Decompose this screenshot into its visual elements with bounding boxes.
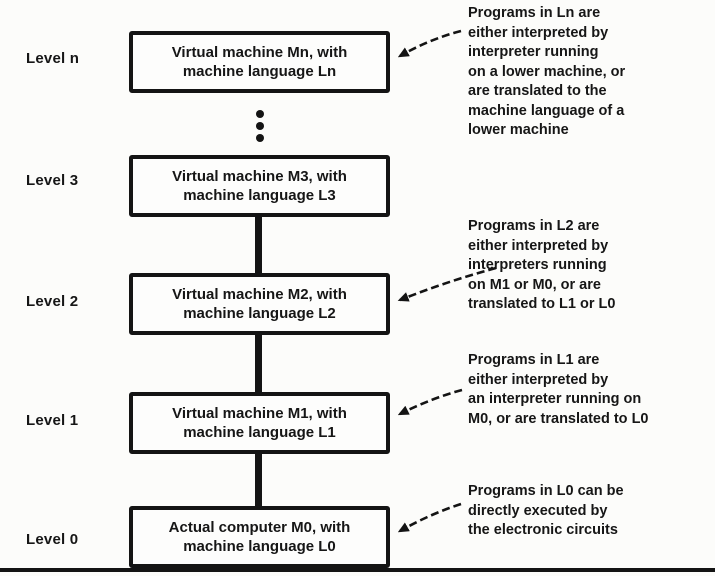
- box-level-3: Virtual machine M3, with machine languag…: [129, 155, 390, 217]
- box-level-0: Actual computer M0, with machine languag…: [129, 506, 390, 568]
- connector-level2-level1: [255, 334, 262, 393]
- level-label-3: Level 3: [26, 172, 79, 189]
- annotation-level-n: Programs in Ln are either interpreted by…: [468, 5, 626, 138]
- annotation-level-0: Programs in L0 can be directly executed …: [468, 483, 624, 538]
- box-level-1: Virtual machine M1, with machine languag…: [129, 392, 390, 454]
- level-label-1: Level 1: [26, 412, 79, 429]
- arrow-level-1: [397, 388, 463, 416]
- connector-level1-level0: [255, 453, 262, 507]
- level-label-2: Level 2: [26, 293, 79, 310]
- ellipsis-dot: [256, 110, 264, 118]
- ellipsis-dot: [256, 134, 264, 142]
- level-label-0: Level 0: [26, 531, 79, 548]
- ellipsis-dot: [256, 122, 264, 130]
- level-label-n: Level n: [26, 50, 80, 67]
- box-level-n: Virtual machine Mn, with machine languag…: [129, 31, 390, 93]
- bottom-rule: [0, 568, 715, 572]
- annotation-level-1: Programs in L1 are either interpreted by…: [468, 352, 649, 427]
- arrow-level-n: [397, 29, 462, 58]
- box-level-2: Virtual machine M2, with machine languag…: [129, 273, 390, 335]
- annotation-level-2: Programs in L2 are either interpreted by…: [468, 218, 616, 312]
- arrow-level-0: [397, 502, 462, 533]
- connector-level3-level2: [255, 216, 262, 274]
